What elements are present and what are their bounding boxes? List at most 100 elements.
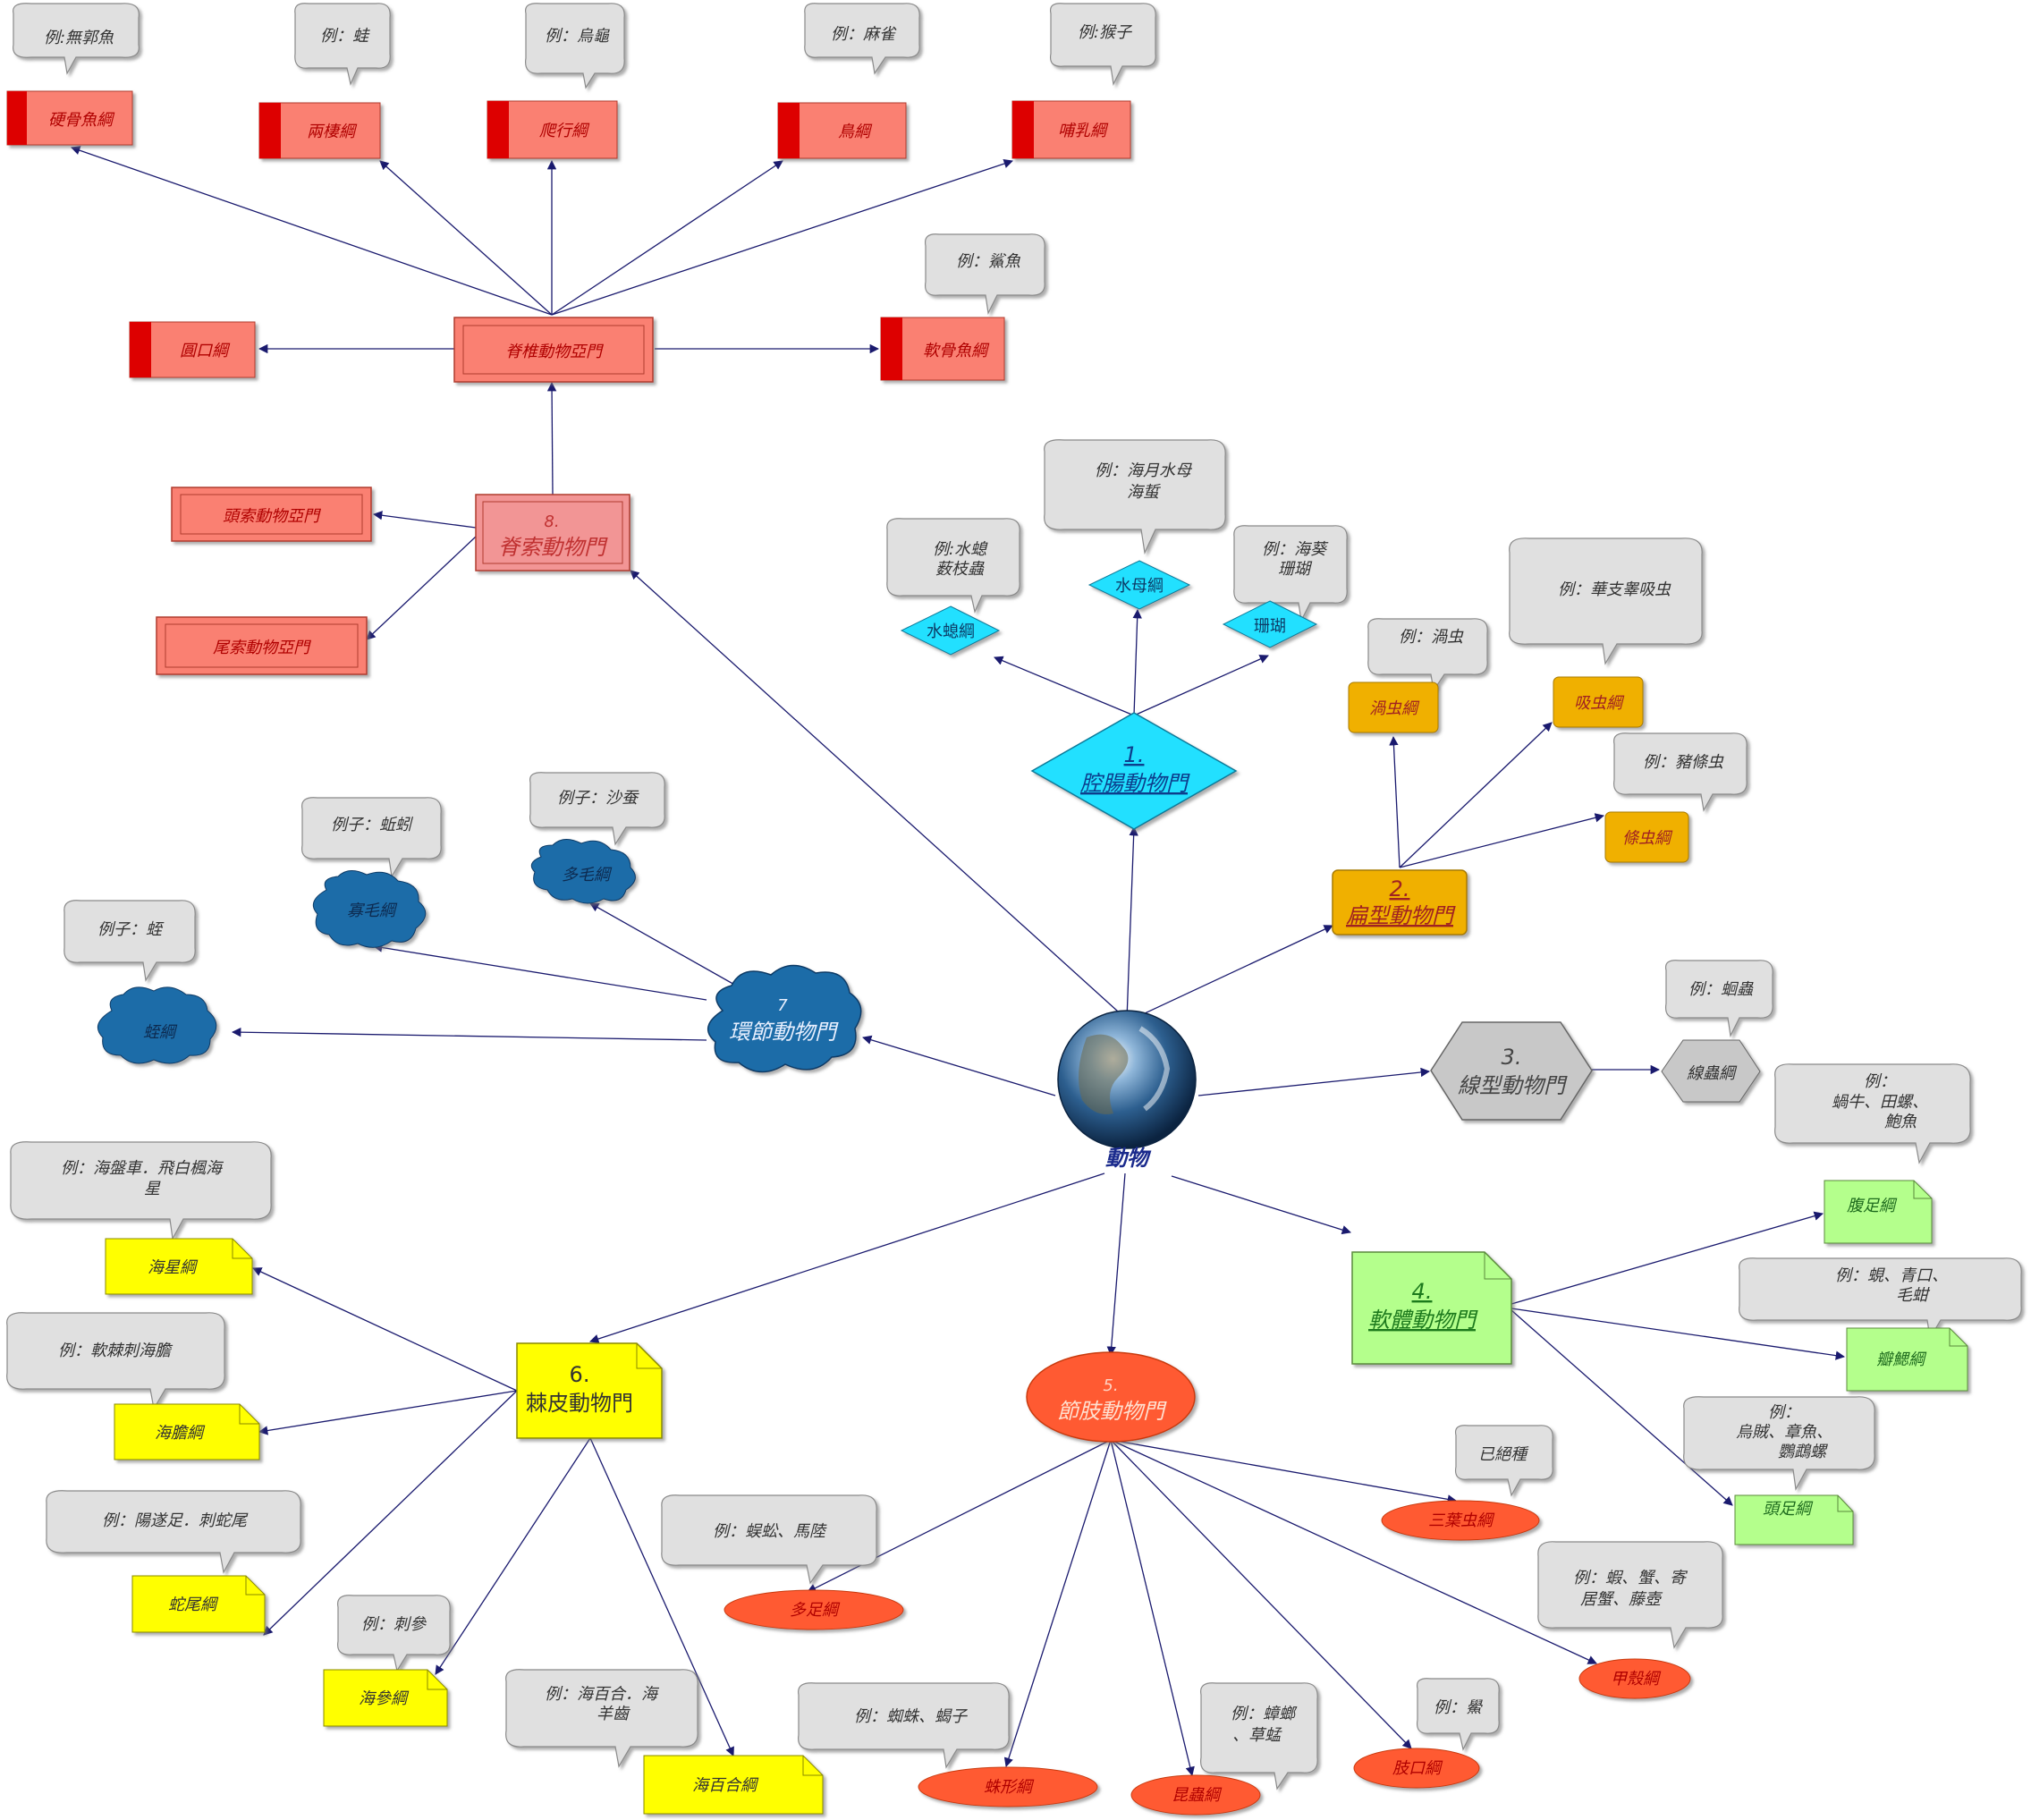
node-hydrozoa[interactable]: 水螅綱 [900,605,1001,656]
example-hirudinea: 例子：蛭 [97,920,165,939]
node-nematoda-class[interactable]: 線蟲綱 [1661,1039,1761,1103]
label-hirudinea: 蛭綱 [143,1023,178,1042]
node-echinoidea[interactable]: 海膽綱 [114,1403,260,1460]
node-arachnida[interactable]: 蛛形綱 [918,1766,1098,1807]
node-crinoidea[interactable]: 海百合綱 [643,1755,824,1815]
node-anthozoa[interactable]: 珊瑚 [1222,600,1318,648]
example-trematoda: 例：華支睾吸虫 [1558,580,1671,599]
node-asteroidea[interactable]: 海星綱 [105,1238,253,1295]
node-amphibia[interactable]: 兩棲綱 [258,102,381,159]
example-anthozoa-line2: 珊瑚 [1278,560,1313,579]
connector-lines [71,146,1846,1777]
node-cephalopoda[interactable]: 頭足綱 [1734,1494,1854,1545]
example-aves: 例：麻雀 [831,25,897,44]
node-insecta[interactable]: 昆蟲綱 [1130,1774,1261,1816]
node-merostomata[interactable]: 肢口綱 [1353,1748,1480,1789]
bubble-cephalopoda [1683,1396,1875,1491]
example-cephalopoda-line3: 鸚鵡螺 [1778,1443,1828,1461]
bubble-insecta [1200,1682,1318,1790]
node-phylum-annelida[interactable]: 7 環節動物門 [707,964,862,1073]
example-osteichthyes: 例:無郭魚 [44,29,114,47]
label-insecta: 昆蟲綱 [1172,1786,1223,1805]
center-node[interactable]: 動物 [1057,1010,1197,1171]
phylum-nematoda-num: 3. [1502,1045,1522,1070]
phylum-arthropoda-num: 5. [1103,1376,1118,1395]
bubble-anthozoa [1233,525,1348,622]
node-reptilia[interactable]: 爬行綱 [487,100,618,159]
label-trematoda: 吸虫綱 [1574,694,1625,713]
node-cyclostomata[interactable]: 圓口綱 [129,321,256,378]
node-trematoda[interactable]: 吸虫綱 [1553,676,1644,728]
cnidaria-group: 水螅綱 水母綱 珊瑚 1. 腔腸動物門 [900,560,1318,830]
node-cestoda[interactable]: 條虫綱 [1604,811,1689,863]
label-oligochaeta: 寡毛綱 [347,902,398,920]
node-gastropoda[interactable]: 腹足綱 [1824,1180,1933,1244]
bubble-arachnida [798,1682,1010,1769]
label-cephalopoda: 頭足綱 [1763,1500,1814,1519]
phylum-nematoda-name: 線型動物門 [1458,1073,1568,1098]
phylum-annelida-name: 環節動物門 [729,1020,839,1045]
phylum-mollusca-name: 軟體動物門 [1368,1308,1478,1333]
node-ophiuroidea[interactable]: 蛇尾綱 [131,1575,266,1633]
node-urochordata[interactable]: 尾索動物亞門 [156,616,368,675]
bubble-reptilia [525,3,625,89]
node-trilobita[interactable]: 三葉虫綱 [1381,1500,1540,1541]
bubble-amphibia [294,3,391,86]
bubble-bivalvia [1739,1257,2022,1340]
connector-center-chordata [630,570,1128,1020]
example-polychaeta: 例子：沙蚕 [557,789,639,808]
example-crustacea-line1: 例：蝦、蟹、寄 [1573,1569,1688,1587]
node-phylum-chordata[interactable]: 8. 脊索動物門 [475,494,630,571]
example-insecta-line2: 、草蜢 [1232,1726,1282,1745]
example-gastropoda-line3: 鮑魚 [1884,1113,1917,1131]
example-crinoidea-line2: 羊齒 [597,1705,630,1723]
label-arachnida: 蛛形綱 [984,1778,1035,1797]
bubble-hydrozoa [886,518,1020,614]
node-bivalvia[interactable]: 瓣鰓綱 [1846,1327,1968,1392]
node-phylum-cnidaria[interactable]: 1. 腔腸動物門 [1030,712,1238,830]
label-gastropoda: 腹足綱 [1847,1197,1898,1215]
node-phylum-nematoda[interactable]: 3. 線型動物門 [1430,1021,1593,1121]
node-phylum-mollusca[interactable]: 4. 軟體動物門 [1351,1251,1512,1365]
example-anthozoa-line1: 例：海葵 [1262,540,1329,559]
label-polychaeta: 多毛綱 [562,866,613,885]
label-asteroidea: 海星綱 [148,1258,199,1277]
node-turbellaria[interactable]: 渦虫綱 [1348,681,1439,733]
bubble-trilobita [1454,1425,1553,1497]
node-vertebrata[interactable]: 脊椎動物亞門 [453,317,654,383]
connector-center-mollusca [1171,1175,1351,1235]
node-oligochaeta[interactable]: 寡毛綱 [312,870,427,948]
bubble-cestoda [1613,732,1748,812]
example-mammalia: 例:猴子 [1078,23,1133,42]
bubble-crinoidea [505,1669,698,1768]
node-aves[interactable]: 鳥綱 [777,102,907,159]
phylum-platyhelminthes-name: 扁型動物門 [1346,903,1456,928]
chordata-group: 硬骨魚綱 兩棲綱 爬行綱 鳥綱 哺乳綱 圓口綱 [6,90,1131,675]
label-turbellaria: 渦虫綱 [1369,699,1420,718]
bubble-crustacea [1537,1541,1723,1649]
node-osteichthyes[interactable]: 硬骨魚綱 [6,90,133,146]
node-polychaeta[interactable]: 多毛綱 [530,839,636,904]
bubble-gastropoda [1774,1063,1971,1164]
node-crustacea[interactable]: 甲殼綱 [1578,1658,1691,1699]
example-bivalvia-line2: 毛蚶 [1896,1286,1931,1305]
label-cestoda: 條虫綱 [1622,829,1673,848]
example-cephalopoda-line1: 例： [1768,1403,1800,1422]
node-myriapoda[interactable]: 多足綱 [724,1589,904,1630]
bubble-oligochaeta [301,797,442,878]
node-holothuroidea[interactable]: 海參綱 [323,1669,448,1727]
node-scyphozoa[interactable]: 水母綱 [1087,560,1191,610]
label-chondrichthyes: 軟骨魚綱 [923,342,990,360]
node-mammalia[interactable]: 哺乳綱 [1011,100,1131,159]
node-phylum-platyhelminthes[interactable]: 2. 扁型動物門 [1332,869,1468,935]
node-phylum-arthropoda[interactable]: 5. 節肢動物門 [1026,1351,1196,1443]
node-phylum-echinodermata[interactable]: 6. 棘皮動物門 [516,1342,663,1439]
bubble-turbellaria [1367,618,1488,692]
node-chondrichthyes[interactable]: 軟骨魚綱 [880,317,1005,381]
node-cephalochordata[interactable]: 頭索動物亞門 [171,487,372,542]
phylum-mollusca-num: 4. [1412,1279,1433,1304]
label-cephalochordata: 頭索動物亞門 [223,507,322,526]
example-bivalvia-line1: 例：蜆、青口、 [1835,1266,1948,1285]
node-hirudinea[interactable]: 蛭綱 [97,986,217,1064]
